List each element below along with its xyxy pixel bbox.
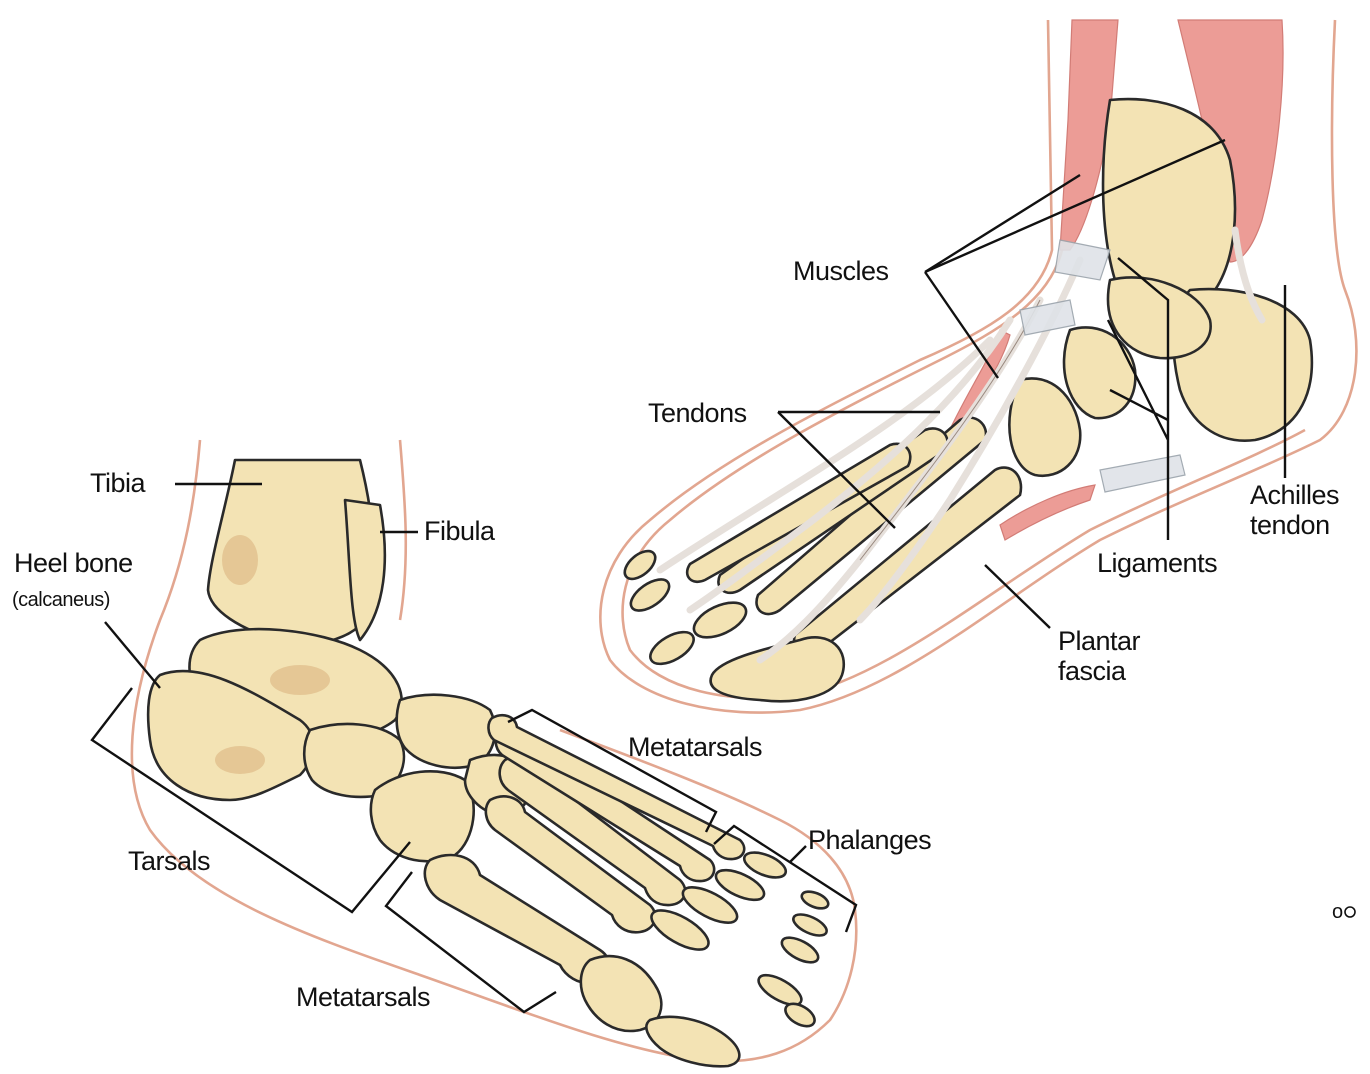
side-view-ligament-1 <box>1055 240 1110 280</box>
label-heel-bone: Heel bone <box>14 548 133 578</box>
label-muscles: Muscles <box>793 256 889 286</box>
top-view-skin-outline-right <box>400 440 406 620</box>
label-calcaneus: (calcaneus) <box>12 589 110 611</box>
label-ligaments: Ligaments <box>1097 548 1217 578</box>
heel-bone-leader <box>105 622 160 688</box>
top-view-toe-4-tip <box>790 910 829 940</box>
top-view-toe-5-tip <box>799 888 830 911</box>
label-achilles-line2: tendon <box>1250 510 1330 540</box>
top-view-calcaneus-shade <box>215 746 265 774</box>
corner-mark: o <box>1332 901 1343 923</box>
label-tendons: Tendons <box>648 398 747 428</box>
plantar-fascia-leader <box>985 565 1050 628</box>
label-metatarsals-top: Metatarsals <box>628 732 762 762</box>
label-plantar-line2: fascia <box>1058 656 1127 686</box>
side-view-ligament-3 <box>1100 455 1185 492</box>
side-view-toe-3 <box>645 626 699 671</box>
label-metatarsals-bottom: Metatarsals <box>296 982 430 1012</box>
label-fibula: Fibula <box>424 516 496 546</box>
label-phalanges: Phalanges <box>808 825 931 855</box>
label-plantar-line1: Plantar <box>1058 626 1141 656</box>
top-view-toe-3-tip <box>778 933 822 968</box>
top-view-big-toe-distal <box>646 1017 739 1066</box>
top-view-cuboid <box>371 771 474 861</box>
label-tarsals: Tarsals <box>128 846 210 876</box>
side-view-foot <box>600 20 1356 713</box>
label-achilles-line1: Achilles <box>1250 480 1339 510</box>
corner-mark-circle <box>1345 907 1355 917</box>
label-tibia: Tibia <box>90 468 147 498</box>
top-view-tibia-shade <box>222 535 258 585</box>
top-view-talus-shade <box>270 665 330 695</box>
